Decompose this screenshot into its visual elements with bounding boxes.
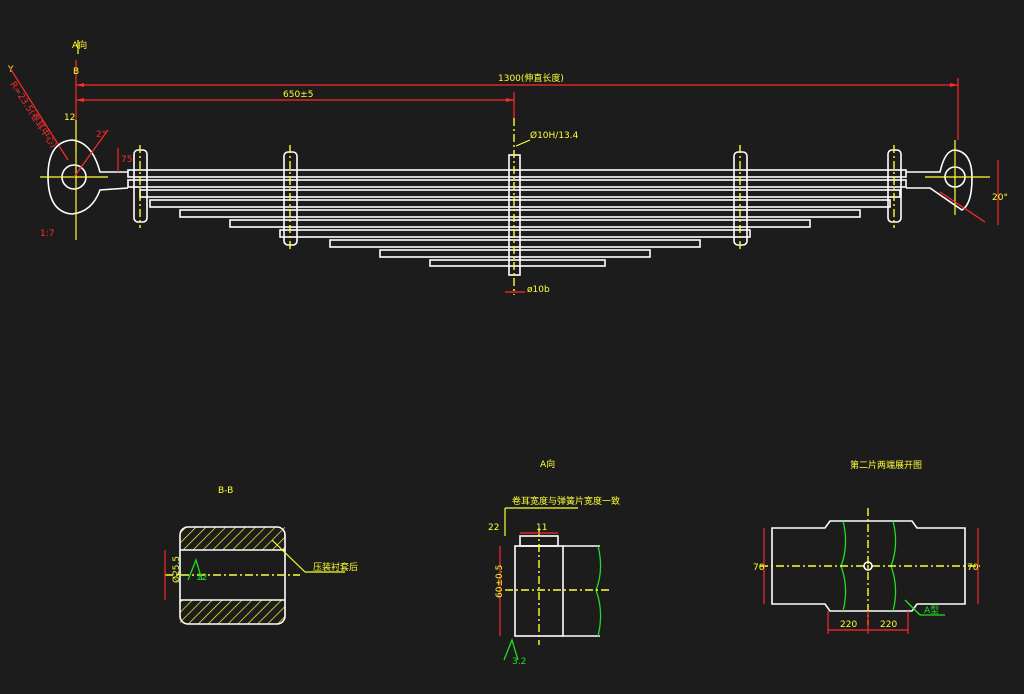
section-b-label: B [73, 67, 79, 77]
view-a: A向 卷耳宽度与弹簧片宽度一致 60±0.5 22 11 3.2 [488, 458, 620, 667]
view-a-roughness: 3.2 [512, 657, 526, 667]
center-hole [863, 561, 873, 571]
right-spring-eye: 20° [906, 140, 1008, 225]
direction-a-label: A向 [72, 39, 87, 51]
left-bottom-label: 1:7 [40, 229, 54, 239]
bushing-bottom-hatch [180, 600, 285, 624]
spring-leaves [127, 169, 907, 267]
vertical-dim-label: 60±0.5 [495, 565, 505, 598]
section-bb-view: B-B Ø25.5 12 压装衬套后 [164, 486, 358, 625]
right-eye-outline [906, 149, 973, 211]
eye-radius-label: R=23.5(卷耳中心) [7, 79, 59, 150]
right-angle-line [939, 191, 986, 223]
leaf-1 [127, 169, 907, 178]
leaf-8 [329, 239, 701, 248]
arrow-head [76, 83, 84, 87]
bottom-right-dim-label: 220 [880, 620, 897, 630]
leaf-expanded-view: 第二片两端展开图 70 70 220 220 A型 [753, 459, 980, 634]
arrow-head [950, 83, 958, 87]
right-angle-label: 20° [992, 193, 1008, 203]
view-a-note: 卷耳宽度与弹簧片宽度一致 [512, 495, 620, 507]
view-a-title: A向 [540, 458, 555, 470]
bushing-leader [271, 539, 306, 573]
leaf-2 [127, 179, 907, 188]
arrow-head [76, 98, 84, 102]
section-bb-title: B-B [218, 486, 233, 496]
left-eye-radius-line [73, 129, 109, 178]
roughness-symbol [503, 638, 519, 661]
left-thickness-label: 75 [121, 155, 132, 165]
half-length-label: 650±5 [283, 90, 313, 100]
left-angle-label: 2° [96, 130, 106, 140]
bore-dim-label: Ø25.5 [171, 556, 182, 583]
arrow-head [506, 98, 514, 102]
center-bolt-leader [515, 139, 531, 147]
left-eye-outline [47, 139, 129, 215]
left-top-mark: Y [7, 65, 14, 75]
leaf-10 [429, 259, 606, 267]
leaf-spring-main-view: 1300(伸直长度) 650±5 A向 B Y R=23.5(卷耳中心) [7, 39, 1008, 295]
left-height-label: 70 [753, 563, 765, 573]
center-bolt-label: Ø10H/13.4 [530, 130, 579, 141]
expanded-leader [904, 599, 921, 616]
break-line [595, 545, 602, 637]
bushing-note: 压装衬套后 [313, 561, 358, 573]
eye-side-outline [514, 545, 564, 637]
leaf-end-outline [771, 520, 966, 612]
rebound-clips [133, 145, 902, 250]
bottom-left-dim-label: 220 [840, 620, 857, 630]
top-right-dim-label: 11 [536, 523, 547, 533]
leaf-7 [279, 229, 751, 238]
left-small-label: 12 [64, 113, 75, 123]
left-spring-eye: 75 2° 12 1:7 [40, 113, 132, 240]
expanded-view-title: 第二片两端展开图 [850, 459, 922, 471]
top-left-dim-label: 22 [488, 523, 499, 533]
right-height-label: 70 [967, 563, 979, 573]
bottom-bolt-label: ø10b [527, 285, 550, 295]
expanded-leader-note: A型 [924, 605, 939, 616]
leaf-9 [379, 249, 651, 258]
bushing-top-hatch [180, 527, 285, 550]
total-length-label: 1300(伸直长度) [498, 72, 564, 84]
roughness-symbol [187, 558, 203, 581]
roughness-label: 12 [196, 573, 207, 583]
